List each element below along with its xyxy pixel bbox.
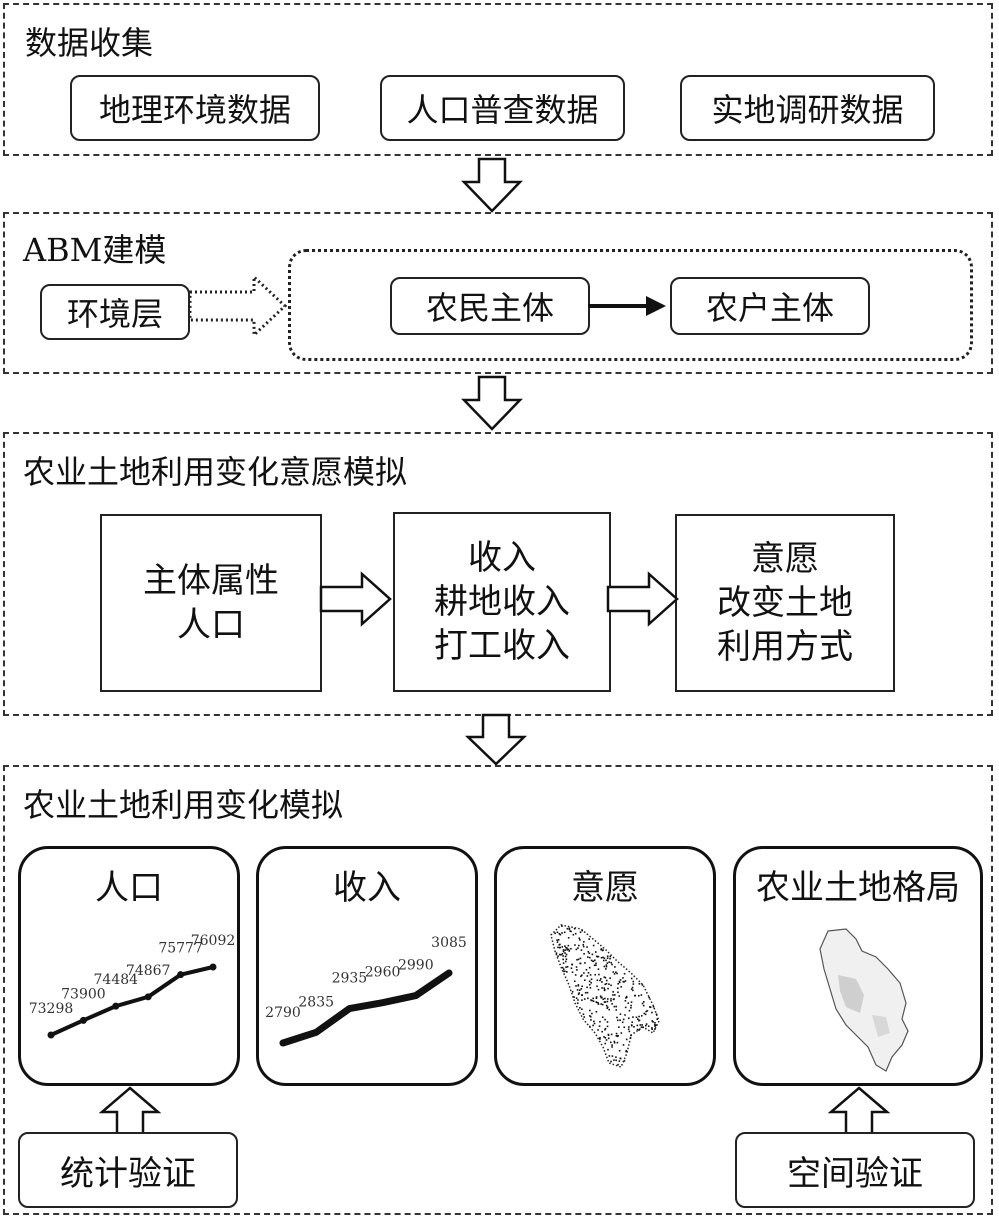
agent-attribute-box: 主体属性 人口 [100, 514, 322, 692]
data-label: 73298 [29, 1001, 74, 1017]
household-agent-box: 农户主体 [670, 277, 870, 335]
intention-label: 意愿 [751, 538, 819, 579]
data-label: 75777 [158, 941, 203, 957]
migrant-income-label: 打工收入 [434, 626, 570, 667]
right-arrow-icon [319, 571, 392, 627]
income-panel-title: 收入 [333, 868, 401, 908]
data-point [47, 1031, 55, 1039]
up-arrow-icon [827, 1086, 891, 1136]
down-arrow-icon [461, 375, 523, 431]
env-layer-box: 环境层 [40, 284, 190, 340]
simulation-title: 农业土地利用变化模拟 [23, 786, 344, 824]
income-label: 收入 [468, 537, 536, 578]
field-survey-data-box: 实地调研数据 [680, 75, 935, 141]
series-line [279, 969, 453, 1047]
data-label: 2835 [298, 994, 334, 1010]
data-label: 2990 [398, 958, 434, 974]
data-label: 76092 [191, 933, 236, 949]
abm-title: ABM建模 [23, 231, 167, 269]
data-collection-title: 数据收集 [25, 24, 154, 62]
series-line [49, 965, 215, 1037]
land-pattern-panel: 农业土地格局 [733, 846, 983, 1086]
data-point [112, 1002, 120, 1010]
data-label: 2935 [332, 971, 368, 987]
data-label: 2790 [265, 1005, 301, 1021]
change-land-label: 改变土地 [717, 582, 853, 623]
intention-title: 农业土地利用变化意愿模拟 [23, 453, 408, 491]
data-collection-section: 数据收集 地理环境数据 人口普查数据 实地调研数据 [3, 3, 993, 156]
land-pattern-map-image [819, 928, 909, 1072]
down-arrow-icon [461, 157, 523, 213]
population-label: 人口 [177, 605, 245, 645]
land-pattern-panel-title: 农业土地格局 [756, 868, 960, 908]
data-label: 73900 [61, 986, 106, 1002]
abm-section: ABM建模 环境层 农民主体 农户主体 [3, 212, 993, 374]
population-panel-title: 人口 [95, 868, 163, 908]
income-box: 收入 耕地收入 打工收入 [393, 512, 611, 692]
data-label: 3085 [431, 935, 467, 951]
agent-group-box [288, 249, 973, 361]
intention-panel-title: 意愿 [571, 868, 639, 908]
geo-env-data-box: 地理环境数据 [70, 75, 320, 141]
data-label: 74867 [126, 963, 171, 979]
right-arrow-icon [606, 571, 679, 627]
data-point [79, 1016, 87, 1024]
farmer-agent-box: 农民主体 [390, 277, 590, 335]
spatial-validation-box: 空间验证 [735, 1132, 975, 1208]
stat-validation-box: 统计验证 [18, 1132, 238, 1208]
data-point [209, 963, 217, 971]
intention-panel: 意愿 [494, 846, 716, 1086]
agent-attribute-label: 主体属性 [143, 560, 279, 601]
dotted-right-arrow-icon [188, 273, 288, 339]
census-data-box: 人口普查数据 [380, 75, 625, 141]
up-arrow-icon [98, 1086, 162, 1136]
intention-map-image [550, 924, 660, 1068]
intention-section: 农业土地利用变化意愿模拟 主体属性 人口 收入 耕地收入 打工收入 意愿 改变土… [3, 432, 993, 716]
data-label: 2960 [365, 965, 401, 981]
data-label: 74484 [94, 972, 139, 988]
data-point [177, 971, 185, 979]
farmland-income-label: 耕地收入 [434, 581, 570, 622]
down-arrow-icon [464, 713, 528, 766]
solid-right-arrow-icon [588, 296, 666, 316]
simulation-section: 农业土地利用变化模拟 [3, 765, 993, 1215]
use-mode-label: 利用方式 [717, 627, 853, 668]
data-point [144, 993, 152, 1001]
intention-box: 意愿 改变土地 利用方式 [675, 514, 895, 692]
